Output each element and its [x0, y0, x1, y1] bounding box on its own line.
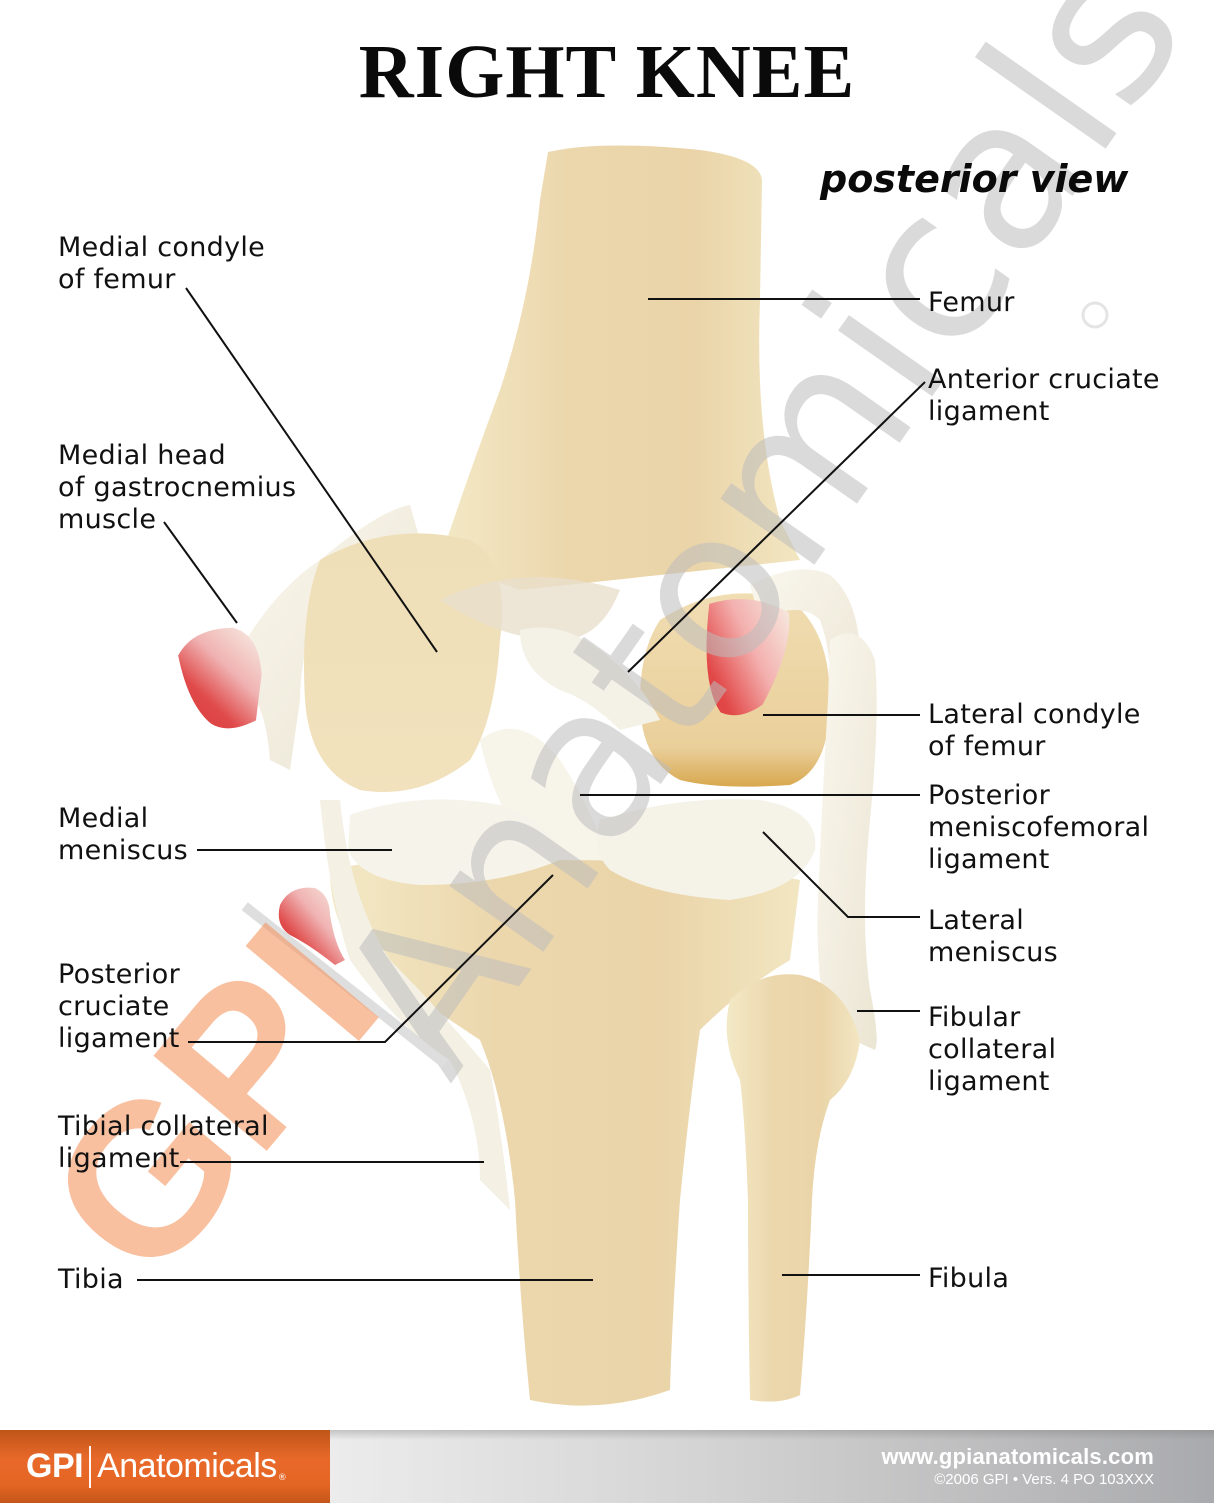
- leader-acl: [627, 381, 926, 673]
- label-posterior-cruciate-ligament: Posterior cruciate ligament: [58, 959, 181, 1054]
- footer-info-panel: www.gpianatomicals.com ©2006 GPI • Vers.…: [330, 1430, 1214, 1503]
- label-tibial-collateral-ligament: Tibial collateral ligament: [58, 1111, 269, 1174]
- label-femur: Femur: [928, 287, 1015, 318]
- label-medial-meniscus: Medial meniscus: [58, 803, 189, 866]
- semimembranosus-stump: [278, 887, 345, 965]
- website-url[interactable]: www.gpianatomicals.com: [881, 1444, 1154, 1469]
- brand-gpi-text: GPI: [26, 1447, 84, 1485]
- brand-divider: [89, 1445, 92, 1488]
- label-lateral-meniscus: Lateral meniscus: [928, 905, 1059, 968]
- lateral-meniscus-shape: [596, 799, 816, 900]
- lateral-gastrocnemius-muscle: [706, 599, 790, 716]
- label-fibula: Fibula: [928, 1263, 1010, 1294]
- registered-mark-icon: ®: [277, 1473, 287, 1483]
- view-subtitle: posterior view: [820, 157, 1129, 201]
- label-fibular-collateral-ligament: Fibular collateral ligament: [928, 1002, 1057, 1097]
- label-lateral-condyle-of-femur: Lateral condyle of femur: [928, 699, 1141, 762]
- medial-meniscus-shape: [348, 799, 560, 885]
- fibular-collateral-ligament-shape: [817, 633, 877, 1050]
- tibial-collateral-ligament-shape: [320, 800, 510, 1210]
- acl-shape: [520, 627, 660, 730]
- label-medial-head-gastrocnemius: Medial head of gastrocnemius muscle: [58, 440, 297, 535]
- label-medial-condyle-of-femur: Medial condyle of femur: [58, 232, 266, 295]
- leader-lateral-meniscus: [762, 831, 920, 918]
- footer-brand-logo: GPI Anatomicals ®: [0, 1430, 330, 1503]
- leader-lines: [137, 287, 926, 1281]
- label-tibia: Tibia: [58, 1264, 124, 1295]
- knee-illustration: Anatomicals GPI: [1, 0, 1214, 1406]
- page-title: RIGHT KNEE: [358, 30, 856, 114]
- femur-shape: [440, 145, 800, 591]
- label-posterior-meniscofemoral-ligament: Posterior meniscofemoral ligament: [928, 780, 1150, 875]
- fibula-shape: [726, 974, 860, 1402]
- leader-pcl: [188, 874, 554, 1043]
- medial-gastrocnemius-tendon: [220, 505, 420, 770]
- copyright-text: ©2006 GPI • Vers. 4 PO 103XXX: [934, 1471, 1154, 1488]
- brand-name-text: Anatomicals: [97, 1447, 277, 1485]
- tibia-shape: [330, 856, 800, 1406]
- medial-gastrocnemius-muscle: [178, 627, 262, 729]
- leader-medial-gastrocnemius: [163, 521, 238, 624]
- footer-bar: GPI Anatomicals ® www.gpianatomicals.com…: [0, 1430, 1214, 1503]
- leader-medial-condyle: [185, 287, 438, 653]
- label-anterior-cruciate-ligament: Anterior cruciate ligament: [928, 364, 1160, 427]
